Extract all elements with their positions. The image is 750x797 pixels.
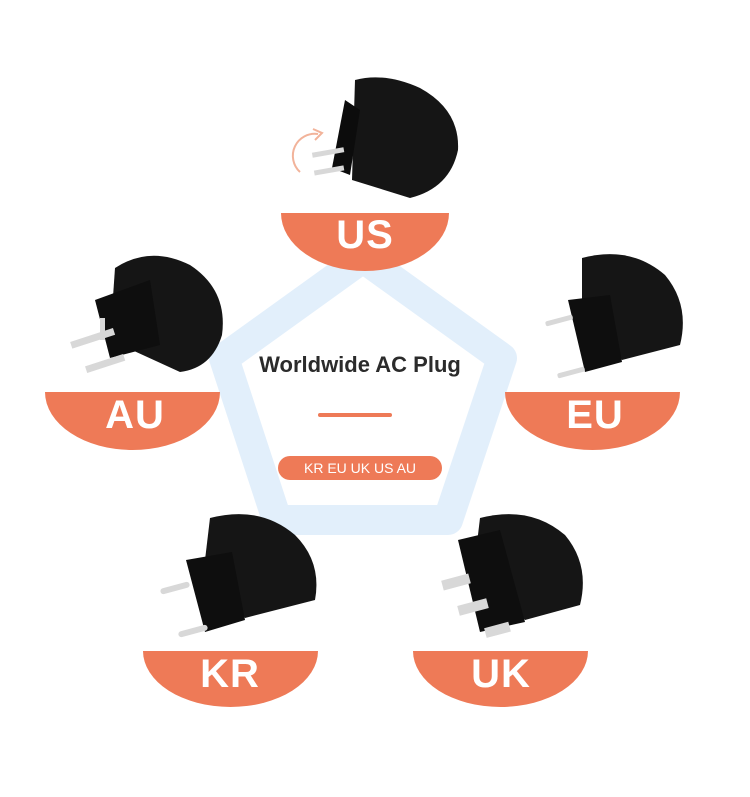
us-label: US	[336, 213, 394, 257]
uk-plug-icon	[441, 514, 583, 638]
supported-regions-pill: KR EU UK US AU	[278, 456, 442, 480]
kr-badge-shape	[143, 651, 318, 708]
eu-plug-icon	[545, 254, 683, 379]
kr-plug-icon	[160, 514, 317, 638]
us-plug-icon	[291, 77, 459, 198]
au-plug-icon	[70, 255, 223, 373]
uk-label: UK	[471, 652, 531, 696]
kr-label: KR	[200, 652, 260, 696]
center-title: Worldwide AC Plug	[259, 352, 461, 377]
uk-badge-shape	[413, 651, 588, 708]
eu-label: EU	[566, 393, 624, 437]
au-badge-shape	[45, 392, 220, 450]
au-label: AU	[105, 393, 165, 437]
pentagon-frame	[209, 243, 517, 535]
title-underline	[318, 413, 392, 417]
us-badge-shape	[281, 213, 449, 271]
eu-badge-shape	[505, 392, 680, 450]
